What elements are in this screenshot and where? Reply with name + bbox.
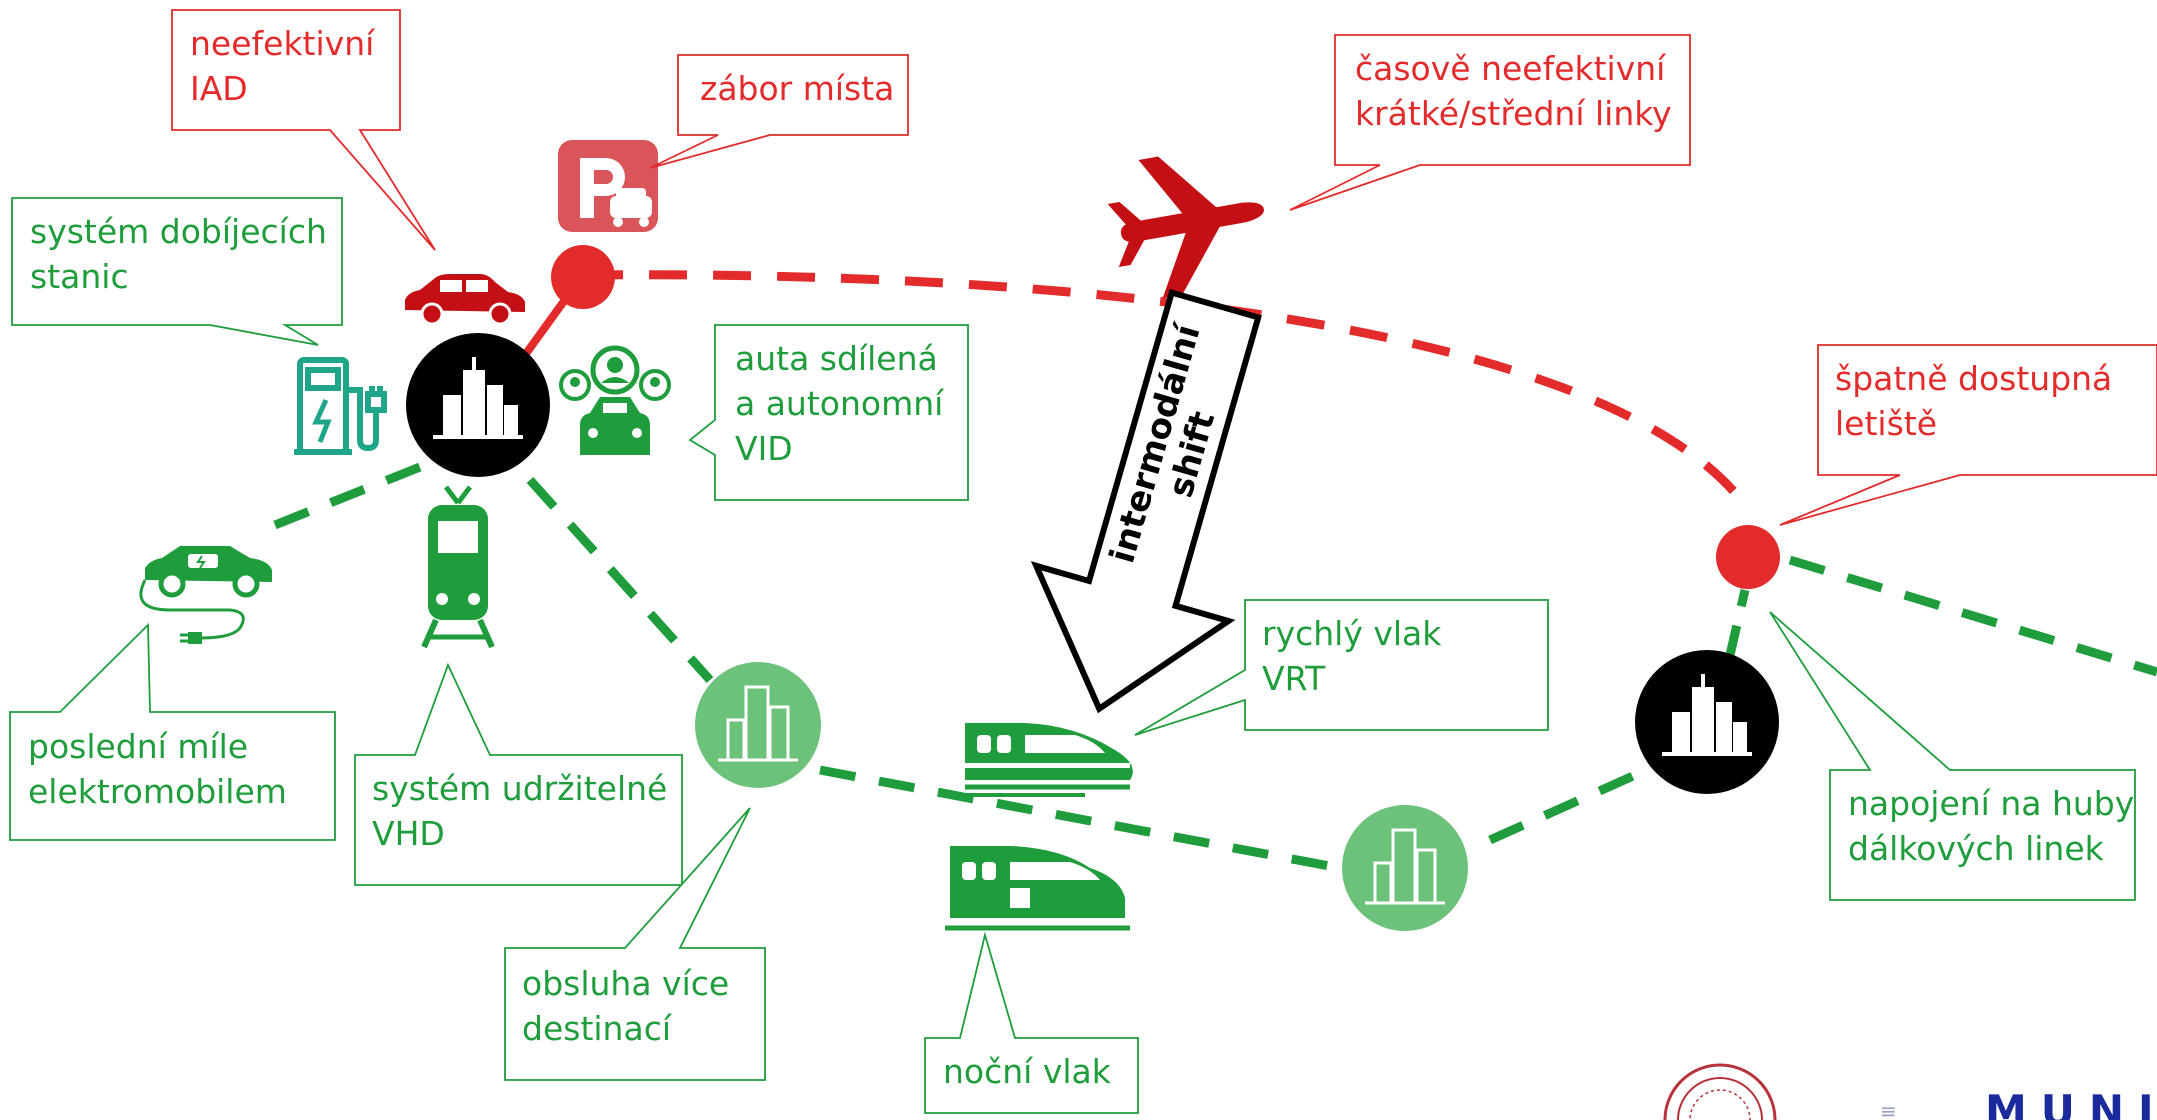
callout-text: poslední míle bbox=[28, 727, 248, 766]
menu-glyph: ≡ bbox=[1880, 1099, 1897, 1120]
university-seal-icon bbox=[1663, 1063, 1777, 1120]
callout-text: IAD bbox=[190, 69, 248, 108]
callout-obsluha: obsluha více destinací bbox=[504, 807, 766, 1081]
callout-system-udrzitelne: systém udržitelné VHD bbox=[354, 662, 683, 886]
callout-text: VHD bbox=[372, 814, 445, 853]
callout-text: zábor místa bbox=[700, 69, 894, 108]
callout-text: časově neefektivní bbox=[1355, 49, 1667, 88]
callout-text: krátké/střední linky bbox=[1355, 94, 1672, 133]
electric-car-icon bbox=[139, 546, 272, 644]
callout-neefektivni-iad: neefektivní IAD bbox=[171, 9, 436, 251]
callout-system-dobijecich: systém dobíjecích stanic bbox=[11, 197, 343, 346]
callout-zabor-mista: zábor místa bbox=[649, 54, 909, 169]
callout-napojeni: napojení na huby dálkových linek bbox=[1769, 611, 2136, 901]
callout-text: VRT bbox=[1262, 659, 1326, 698]
connection-lines bbox=[273, 270, 2157, 873]
tram-icon bbox=[421, 485, 495, 649]
callout-text: obsluha více bbox=[522, 964, 729, 1003]
shared-car-icon bbox=[559, 345, 671, 455]
callout-spatne-dostupna: špatně dostupná letiště bbox=[1779, 344, 2157, 526]
callout-text: rychlý vlak bbox=[1262, 614, 1442, 653]
callout-text: letiště bbox=[1835, 404, 1937, 443]
airport-node-left bbox=[551, 245, 615, 309]
green-link-city1 bbox=[526, 476, 714, 684]
callout-casove-neefektivni: časově neefektivní krátké/střední linky bbox=[1289, 34, 1691, 211]
callout-posledni-mile: poslední míle elektromobilem bbox=[9, 622, 336, 841]
green-link-right bbox=[1788, 555, 2157, 677]
green-link-hub-airport2 bbox=[1725, 588, 1750, 657]
muni-logo-text: MUNI bbox=[1985, 1086, 2157, 1120]
callout-text: VID bbox=[735, 429, 793, 468]
charging-station-icon bbox=[294, 357, 387, 455]
callout-text: systém udržitelné bbox=[372, 769, 667, 808]
callout-text: a autonomní bbox=[735, 384, 945, 423]
city-hub-icon bbox=[1635, 650, 1779, 794]
callout-text: dálkových linek bbox=[1848, 829, 2105, 868]
callout-rychly-vlak: rychlý vlak VRT bbox=[1134, 599, 1549, 736]
green-link-ecar bbox=[273, 460, 427, 530]
callout-text: auta sdílená bbox=[735, 339, 938, 378]
parking-icon bbox=[558, 140, 658, 232]
callout-text: špatně dostupná bbox=[1835, 359, 2112, 398]
callout-auta-sdilena: auta sdílená a autonomní VID bbox=[688, 324, 969, 501]
car-icon bbox=[405, 274, 525, 326]
city-hub-icon bbox=[406, 333, 550, 477]
city-icon bbox=[695, 662, 821, 788]
airport-node-right bbox=[1716, 525, 1780, 589]
air-route-dashed-line bbox=[584, 270, 1749, 508]
city-icon bbox=[1342, 805, 1468, 931]
green-link-city2 bbox=[819, 765, 1341, 873]
night-train-icon bbox=[945, 846, 1130, 931]
callout-text: elektromobilem bbox=[28, 772, 287, 811]
callout-text: systém dobíjecích bbox=[30, 212, 327, 251]
airplane-icon bbox=[1107, 156, 1264, 298]
green-link-city3 bbox=[1488, 750, 1682, 845]
callout-text: napojení na huby bbox=[1848, 784, 2134, 823]
high-speed-train-icon bbox=[965, 723, 1133, 797]
callout-text: stanic bbox=[30, 257, 129, 296]
callout-nocni-vlak: noční vlak bbox=[924, 931, 1139, 1114]
callout-text: noční vlak bbox=[943, 1052, 1112, 1091]
callout-text: destinací bbox=[522, 1009, 673, 1048]
callout-text: neefektivní bbox=[190, 24, 376, 63]
